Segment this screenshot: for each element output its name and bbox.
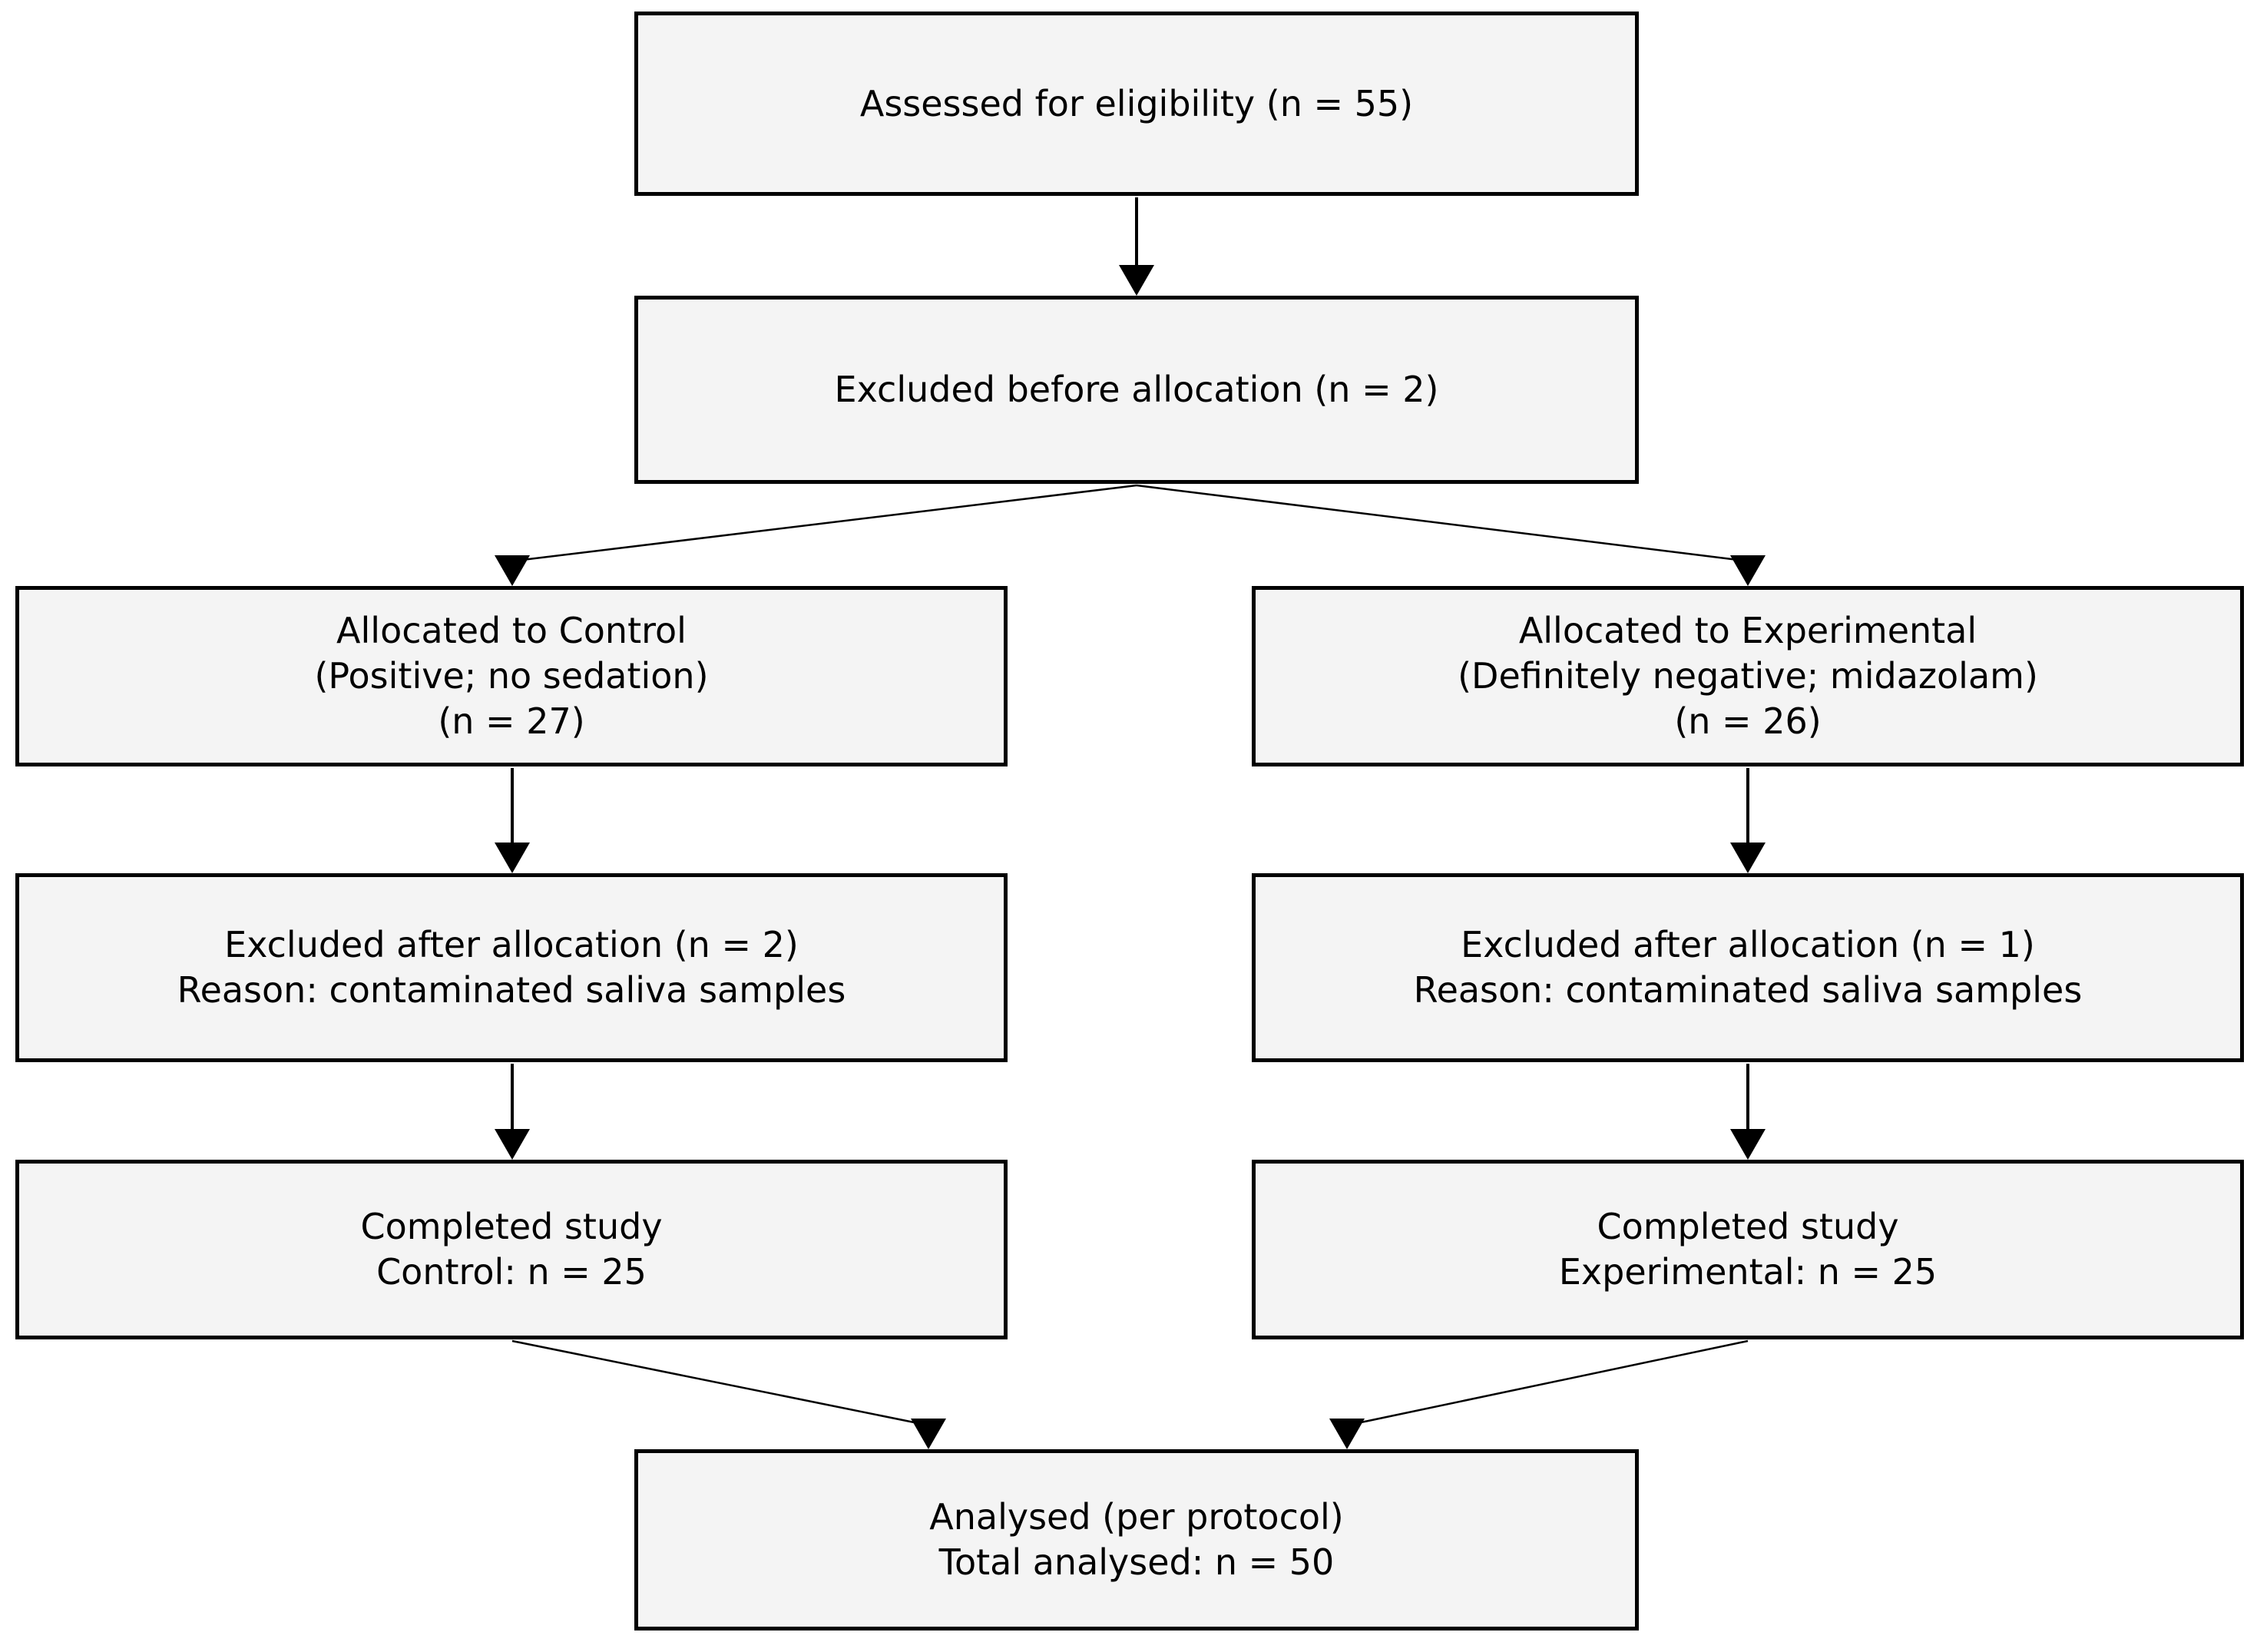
flow-box-analysed: Analysed (per protocol) Total analysed: … bbox=[634, 1449, 1639, 1630]
flow-box-text-line: Excluded after allocation (n = 2) bbox=[224, 924, 799, 965]
flow-box-text-line: Experimental: n = 25 bbox=[1558, 1251, 1938, 1293]
flow-box-text-line: Completed study bbox=[1597, 1206, 1899, 1247]
arrow-excluded-before-to-allocated-experimental bbox=[1136, 484, 1766, 586]
flow-box-text-line: Excluded before allocation (n = 2) bbox=[834, 369, 1439, 410]
arrow-excluded-after-control-to-completed-control bbox=[495, 1064, 530, 1160]
flow-box-text-line: (n = 26) bbox=[1674, 700, 1822, 742]
flow-box-text-line: Assessed for eligibility (n = 55) bbox=[859, 82, 1414, 124]
flow-box-excluded-after-experimental: Excluded after allocation (n = 1) Reason… bbox=[1252, 873, 2244, 1062]
flow-box-text-line: Excluded after allocation (n = 1) bbox=[1461, 924, 2035, 965]
arrow-excluded-after-experimental-to-completed-experimental bbox=[1730, 1064, 1766, 1160]
flow-box-allocated-control: Allocated to Control (Positive; no sedat… bbox=[15, 586, 1008, 766]
arrow-completed-control-to-analysed bbox=[511, 1339, 946, 1449]
flow-box-text-line: Allocated to Control bbox=[336, 610, 687, 651]
flow-box-text-line: Reason: contaminated saliva samples bbox=[177, 969, 846, 1011]
flow-box-text-line: (n = 27) bbox=[438, 700, 585, 742]
flow-box-text-line: (Positive; no sedation) bbox=[314, 655, 709, 697]
flow-box-text-line: (Definitely negative; midazolam) bbox=[1458, 655, 2038, 697]
arrow-allocated-experimental-to-excluded-after-experimental bbox=[1730, 768, 1766, 873]
flow-box-excluded-before: Excluded before allocation (n = 2) bbox=[634, 296, 1639, 484]
arrow-allocated-control-to-excluded-after-control bbox=[495, 768, 530, 873]
flow-box-completed-control: Completed study Control: n = 25 bbox=[15, 1160, 1008, 1339]
arrow-completed-experimental-to-analysed bbox=[1329, 1339, 1749, 1449]
flow-box-text-line: Completed study bbox=[360, 1206, 663, 1247]
flow-box-text-line: Total analysed: n = 50 bbox=[938, 1541, 1335, 1583]
arrow-excluded-before-to-allocated-control bbox=[495, 484, 1137, 586]
flow-box-allocated-experimental: Allocated to Experimental (Definitely ne… bbox=[1252, 586, 2244, 766]
flow-box-text-line: Control: n = 25 bbox=[376, 1251, 647, 1293]
flow-box-text-line: Reason: contaminated saliva samples bbox=[1413, 969, 2083, 1011]
flow-box-text-line: Allocated to Experimental bbox=[1518, 610, 1977, 651]
flow-box-assessed: Assessed for eligibility (n = 55) bbox=[634, 12, 1639, 196]
flow-box-excluded-after-control: Excluded after allocation (n = 2) Reason… bbox=[15, 873, 1008, 1062]
flow-box-completed-experimental: Completed study Experimental: n = 25 bbox=[1252, 1160, 2244, 1339]
flow-box-text-line: Analysed (per protocol) bbox=[929, 1496, 1344, 1538]
arrow-assessed-to-excluded-before bbox=[1119, 197, 1154, 296]
